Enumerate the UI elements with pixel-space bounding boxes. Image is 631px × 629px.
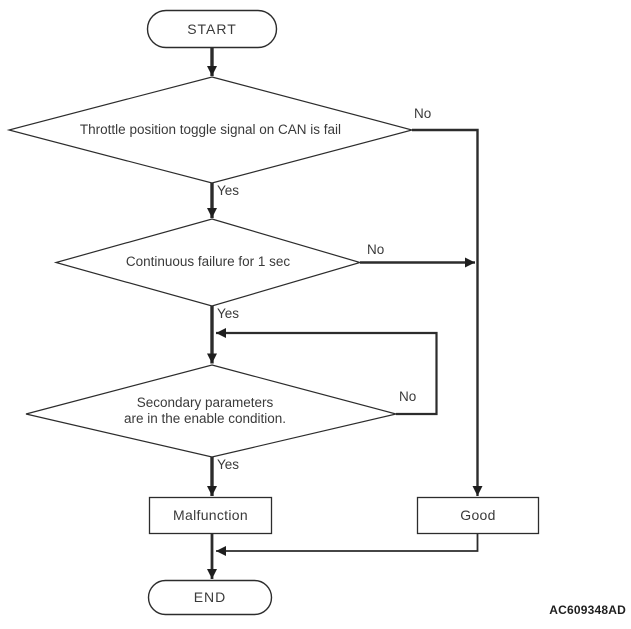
decision1-text: Throttle position toggle signal on CAN i… bbox=[79, 121, 342, 137]
start-label: START bbox=[187, 20, 237, 37]
decision2-text: Continuous failure for 1 sec bbox=[125, 254, 291, 270]
figure-code: AC609348AD bbox=[549, 603, 626, 617]
decision1-no-label: No bbox=[414, 106, 432, 121]
malfunction-label: Malfunction bbox=[173, 507, 248, 524]
good-label: Good bbox=[460, 507, 496, 524]
edge-decision3-no-loop bbox=[216, 328, 438, 416]
decision3-yes-label: Yes bbox=[217, 457, 240, 472]
decision3-no-label: No bbox=[399, 389, 417, 404]
decision1-yes-label: Yes bbox=[217, 183, 240, 198]
end-label: END bbox=[193, 589, 227, 606]
malfunction-box-shape bbox=[148, 496, 273, 535]
decision3-text-line2: are in the enable condition. bbox=[123, 411, 287, 426]
decision2-yes-label: Yes bbox=[217, 306, 240, 321]
decision3-text-line1: Secondary parameters bbox=[136, 394, 274, 410]
edge-decision1-no-to-good bbox=[412, 128, 483, 496]
end-terminator-shape bbox=[147, 579, 273, 616]
edge-good-merge bbox=[216, 533, 479, 556]
decision2-no-label: No bbox=[367, 242, 385, 257]
decision3-text: Secondary parameters are in the enable c… bbox=[20, 365, 390, 457]
